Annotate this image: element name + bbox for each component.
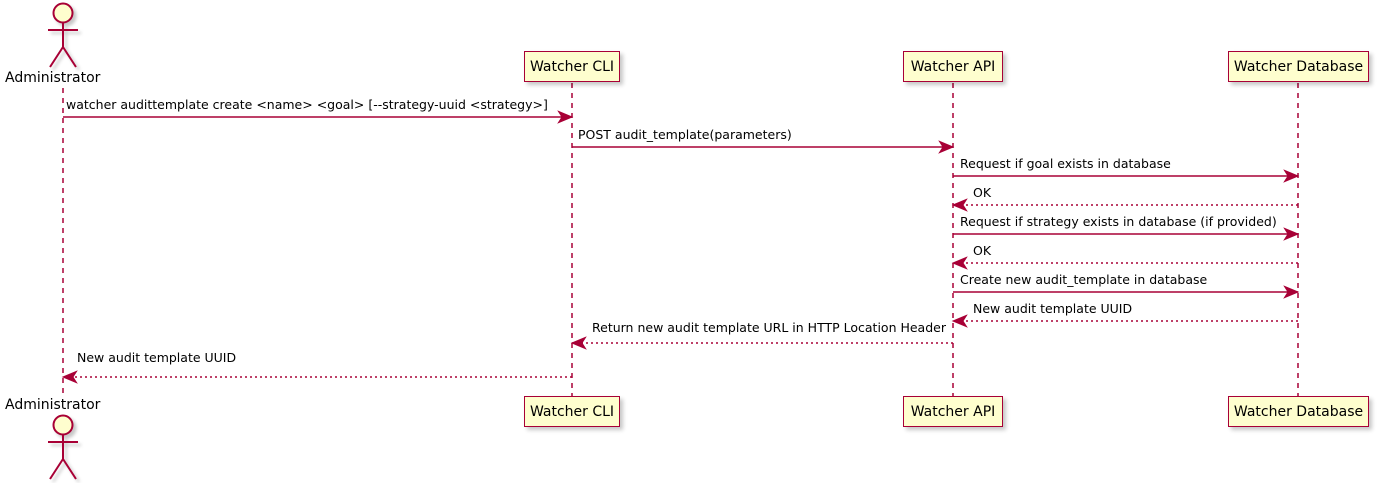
actor-label-administrator-bottom: Administrator bbox=[5, 397, 101, 413]
participant-watcher-database-bottom[interactable]: Watcher Database bbox=[1228, 396, 1369, 427]
message-arrow-group bbox=[61, 110, 1300, 384]
participant-watcher-cli-top[interactable]: Watcher CLI bbox=[524, 51, 620, 82]
actor-figure-group bbox=[48, 2, 78, 480]
actor-administrator-bottom[interactable] bbox=[48, 414, 78, 480]
message-label-10: New audit template UUID bbox=[77, 350, 237, 365]
participant-watcher-api-bottom[interactable]: Watcher API bbox=[903, 396, 1003, 427]
message-label-9: Return new audit template URL in HTTP Lo… bbox=[592, 320, 946, 335]
message-label-3: Request if goal exists in database bbox=[960, 156, 1171, 171]
message-label-5: Request if strategy exists in database (… bbox=[960, 214, 1277, 229]
actor-label-administrator-top: Administrator bbox=[5, 70, 101, 86]
message-label-2: POST audit_template(parameters) bbox=[578, 127, 792, 142]
participant-watcher-api-top[interactable]: Watcher API bbox=[903, 51, 1003, 82]
message-label-7: Create new audit_template in database bbox=[960, 272, 1208, 287]
message-label-6: OK bbox=[973, 243, 992, 258]
message-label-8: New audit template UUID bbox=[973, 301, 1133, 316]
actor-administrator-top[interactable] bbox=[48, 2, 78, 68]
participant-watcher-cli-bottom[interactable]: Watcher CLI bbox=[524, 396, 620, 427]
participant-watcher-database-top[interactable]: Watcher Database bbox=[1228, 51, 1369, 82]
message-label-1: watcher audittemplate create <name> <goa… bbox=[66, 97, 548, 112]
message-label-4: OK bbox=[973, 185, 992, 200]
